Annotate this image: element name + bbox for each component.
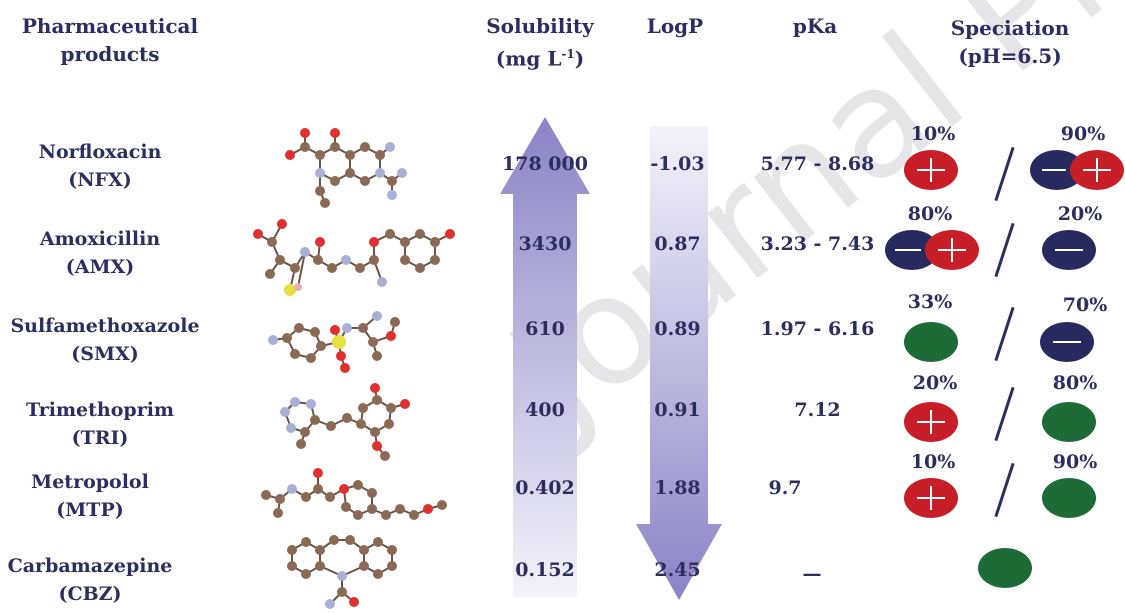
product-abbr: (TRI) xyxy=(71,427,129,449)
speciation-pct-right-mtp: 90% xyxy=(1052,451,1098,473)
solubility-value-nfx: 178 000 xyxy=(502,153,588,175)
pka-value-nfx: 5.77 - 8.68 xyxy=(760,153,875,175)
speciation-pct-left-amx: 80% xyxy=(907,203,953,225)
plus-icon xyxy=(938,238,966,262)
product-name: Norfloxacin xyxy=(38,141,162,163)
product-name: Carbamazepine xyxy=(7,555,173,577)
logp-value-amx: 0.87 xyxy=(654,233,701,255)
neutral-oval-icon xyxy=(1042,402,1096,442)
header-speciation-line1: Speciation xyxy=(950,16,1070,40)
solubility-up-arrow xyxy=(500,117,590,597)
plus-icon xyxy=(917,486,945,510)
header-speciation-line2: (pH=6.5) xyxy=(958,44,1062,68)
product-abbr: (MTP) xyxy=(56,499,124,521)
plus-icon xyxy=(917,158,945,182)
solubility-unit-exponent: -1 xyxy=(561,47,575,61)
product-name: Trimethoprim xyxy=(25,399,175,421)
logp-value-nfx: -1.03 xyxy=(650,153,705,175)
speciation-pct-right-tri: 80% xyxy=(1052,372,1098,394)
cation-oval-icon xyxy=(904,402,958,442)
anion-oval-icon xyxy=(1042,230,1096,270)
cation-oval-icon xyxy=(904,150,958,190)
sulfamethoxazole-molecule-icon xyxy=(268,311,400,373)
pka-value-mtp: 9.7 xyxy=(768,477,802,499)
neutral-oval-icon xyxy=(1042,478,1096,518)
product-name-smx: Sulfamethoxazole (SMX) xyxy=(0,312,215,368)
minus-icon xyxy=(1053,341,1081,343)
product-name-tri: Trimethoprim (TRI) xyxy=(0,396,205,452)
logp-value-mtp: 1.88 xyxy=(654,477,701,499)
cation-oval-icon xyxy=(1070,150,1124,190)
norfloxacin-molecule-icon xyxy=(285,128,407,208)
slash-divider xyxy=(994,462,1015,518)
solubility-value-smx: 610 xyxy=(525,318,565,340)
product-name-cbz: Carbamazepine (CBZ) xyxy=(0,552,195,608)
product-abbr: (AMX) xyxy=(65,256,135,278)
anion-oval-icon xyxy=(1040,322,1094,362)
minus-icon xyxy=(1042,169,1066,171)
slash-divider xyxy=(994,306,1015,362)
logp-value-cbz: 2.45 xyxy=(654,559,701,581)
header-pka-label: pKa xyxy=(792,14,838,38)
speciation-pct-left-smx: 33% xyxy=(907,291,953,313)
header-pka: pKa xyxy=(770,12,860,40)
speciation-pct-right-nfx: 90% xyxy=(1060,123,1106,145)
header-solubility-line2: (mg L-1) xyxy=(470,40,610,73)
speciation-pct-left-nfx: 10% xyxy=(910,123,956,145)
header-products-line1: Pharmaceutical xyxy=(21,14,199,38)
product-name: Metropolol xyxy=(31,471,149,493)
plus-icon xyxy=(1083,158,1111,182)
product-name-amx: Amoxicillin (AMX) xyxy=(0,225,205,281)
metropolol-molecule-icon xyxy=(261,468,447,520)
header-logp-label: LogP xyxy=(646,14,704,38)
product-abbr: (CBZ) xyxy=(58,583,122,605)
plus-icon xyxy=(917,410,945,434)
header-products-line2: products xyxy=(60,42,160,66)
solubility-unit-close: ) xyxy=(574,46,585,71)
header-speciation: Speciation (pH=6.5) xyxy=(930,14,1090,70)
pka-value-amx: 3.23 - 7.43 xyxy=(760,233,875,255)
header-products: Pharmaceutical products xyxy=(10,12,210,68)
product-name: Sulfamethoxazole xyxy=(10,315,200,337)
pka-value-tri: 7.12 xyxy=(794,399,841,421)
logp-down-arrow xyxy=(636,126,722,600)
speciation-pct-left-tri: 20% xyxy=(912,372,958,394)
logp-value-tri: 0.91 xyxy=(654,399,701,421)
cation-oval-icon xyxy=(925,230,979,270)
header-solubility: Solubility (mg L-1) xyxy=(470,12,610,73)
header-logp: LogP xyxy=(630,12,720,40)
amoxicillin-molecule-icon xyxy=(253,219,455,296)
cation-oval-icon xyxy=(904,478,958,518)
solubility-value-amx: 3430 xyxy=(518,233,572,255)
minus-icon xyxy=(895,249,921,251)
header-solubility-line1: Solubility xyxy=(486,14,594,38)
solubility-value-mtp: 0.402 xyxy=(515,477,575,499)
speciation-pct-right-smx: 70% xyxy=(1062,294,1108,316)
product-abbr: (NFX) xyxy=(68,169,132,191)
speciation-pct-left-mtp: 10% xyxy=(910,451,956,473)
speciation-pct-right-amx: 20% xyxy=(1057,203,1103,225)
logp-value-smx: 0.89 xyxy=(654,318,701,340)
pka-value-cbz: — xyxy=(802,563,822,585)
slash-divider xyxy=(994,386,1015,442)
slash-divider xyxy=(994,222,1015,278)
product-name-nfx: Norfloxacin (NFX) xyxy=(0,138,205,194)
product-name-mtp: Metropolol (MTP) xyxy=(0,468,195,524)
neutral-oval-icon xyxy=(978,548,1032,588)
minus-icon xyxy=(1055,249,1083,251)
trimethoprim-molecule-icon xyxy=(280,383,410,461)
carbamazepine-molecule-icon xyxy=(287,535,397,609)
solubility-value-tri: 400 xyxy=(525,399,565,421)
product-abbr: (SMX) xyxy=(71,343,139,365)
slash-divider xyxy=(994,146,1015,202)
solubility-value-cbz: 0.152 xyxy=(515,559,575,581)
solubility-unit: (mg L xyxy=(495,46,562,71)
neutral-oval-icon xyxy=(904,322,958,362)
product-name: Amoxicillin xyxy=(39,228,161,250)
pka-value-smx: 1.97 - 6.16 xyxy=(760,318,875,340)
